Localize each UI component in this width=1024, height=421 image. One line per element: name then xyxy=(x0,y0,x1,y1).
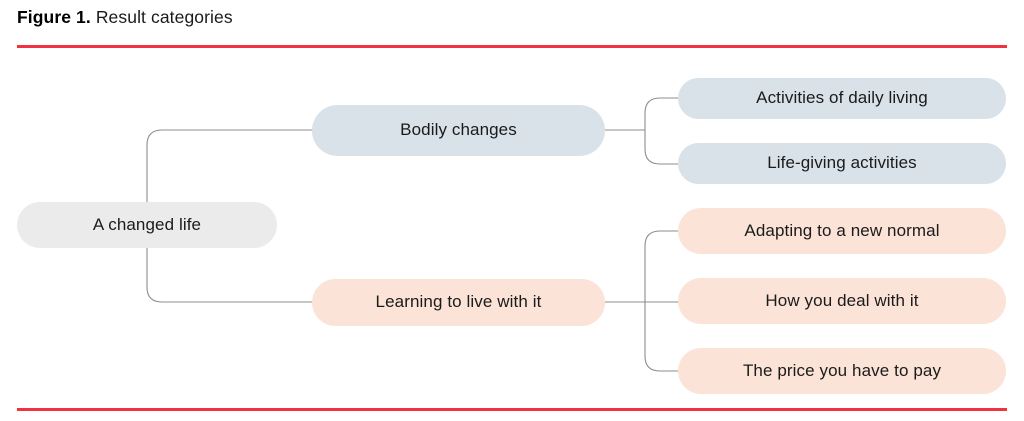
node-a-changed-life[interactable]: A changed life xyxy=(17,202,277,248)
node-label: Adapting to a new normal xyxy=(744,220,940,240)
figure-caption: Figure 1. Result categories xyxy=(17,7,233,28)
connector-learning-to-price xyxy=(644,301,679,372)
connector-bodily-to-adl xyxy=(644,97,679,131)
node-label: Bodily changes xyxy=(400,120,517,140)
node-life-giving-activities[interactable]: Life-giving activities xyxy=(678,143,1006,184)
connector-learning-to-adapting xyxy=(644,230,679,303)
figure-caption-text: Result categories xyxy=(95,7,233,27)
node-adapting-to-a-new-normal[interactable]: Adapting to a new normal xyxy=(678,208,1006,254)
node-label: A changed life xyxy=(92,214,202,234)
node-label: Life-giving activities xyxy=(767,153,917,173)
connector-bodily-to-lifegiving xyxy=(644,129,679,165)
node-how-you-deal-with-it[interactable]: How you deal with it xyxy=(678,278,1006,324)
node-activities-of-daily-living[interactable]: Activities of daily living xyxy=(678,78,1006,119)
node-the-price-you-have-to-pay[interactable]: The price you have to pay xyxy=(678,348,1006,394)
node-learning-to-live-with-it[interactable]: Learning to live with it xyxy=(312,279,605,326)
figure-label: Figure 1. xyxy=(17,7,91,27)
node-label: Learning to live with it xyxy=(375,292,542,312)
top-rule xyxy=(17,45,1007,48)
node-label: The price you have to pay xyxy=(742,360,942,380)
node-label: How you deal with it xyxy=(765,290,919,310)
node-label: Activities of daily living xyxy=(756,88,928,108)
node-bodily-changes[interactable]: Bodily changes xyxy=(312,105,605,156)
bottom-rule xyxy=(17,408,1007,411)
